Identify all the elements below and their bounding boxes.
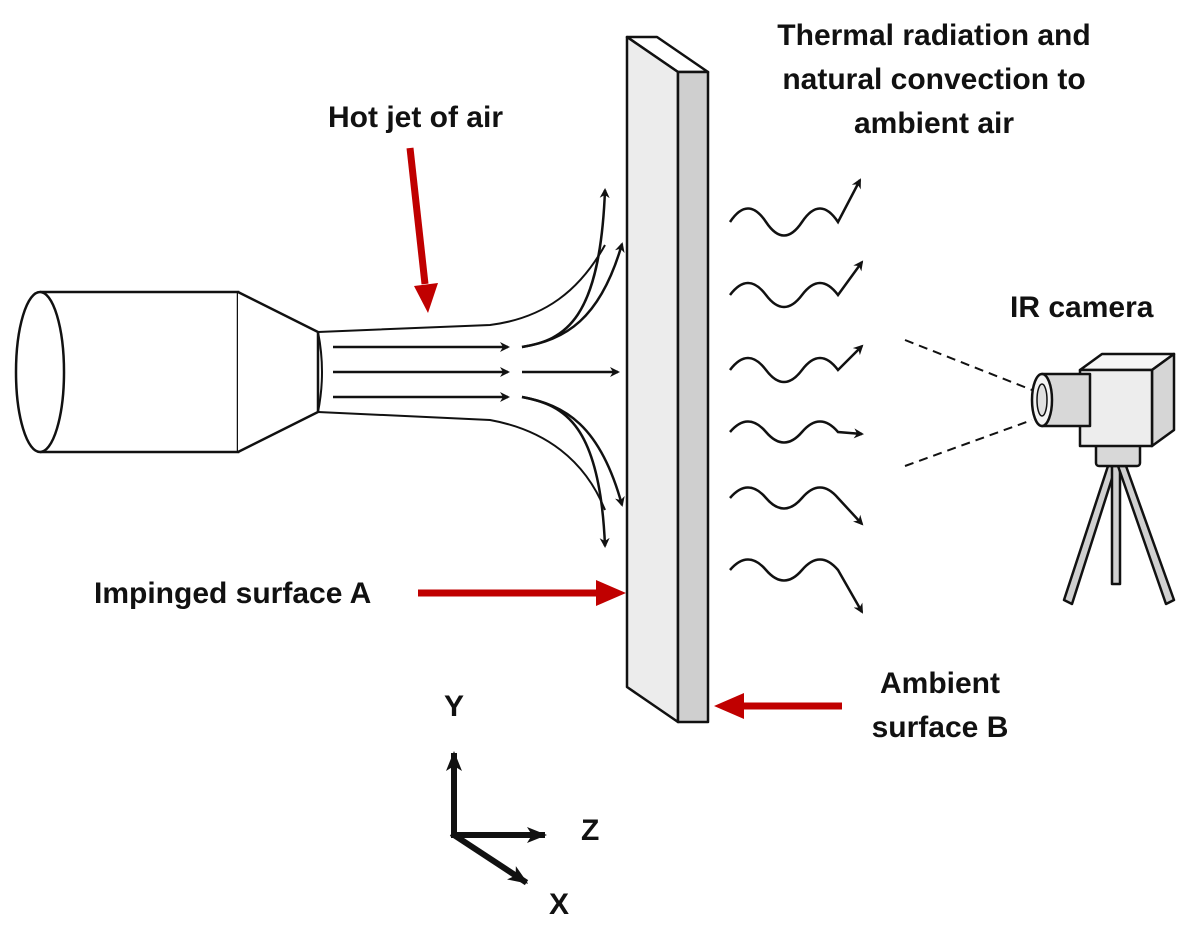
- axis-x-arrow: [449, 830, 529, 886]
- wavy-arrow: [729, 420, 864, 444]
- flow-arrow: [521, 242, 625, 349]
- thermal-label-line3: ambient air: [853, 107, 1015, 140]
- plate-back-surface-b: [676, 70, 710, 724]
- plate: [625, 35, 710, 724]
- surface-b-label: Ambient surface B: [852, 662, 1028, 750]
- surface-a-pointer-arrow: [418, 580, 626, 606]
- nozzle-cylinder: [40, 290, 240, 454]
- ir-camera-label: IR camera: [1010, 291, 1154, 324]
- wavy-arrow: [729, 344, 864, 384]
- jet-boundary: [317, 244, 606, 511]
- coordinate-axes: [446, 751, 547, 886]
- surface-b-pointer-arrow: [714, 693, 842, 719]
- surface-a-label: Impinged surface A: [94, 577, 372, 610]
- hot-jet-pointer-arrow: [406, 147, 438, 313]
- axis-x-label: X: [549, 888, 570, 921]
- pointer-arrows: [406, 147, 842, 719]
- wavy-arrow: [729, 558, 864, 614]
- ir-camera: [1030, 352, 1176, 606]
- thermal-radiation-label: Thermal radiation and natural convection…: [730, 14, 1138, 146]
- camera-body: [1078, 368, 1154, 448]
- camera-body-side: [1150, 352, 1176, 448]
- wavy-arrow: [729, 486, 864, 526]
- nozzle-opening: [14, 290, 66, 454]
- flow-arrow: [521, 395, 625, 507]
- surface-b-label-line1: Ambient: [880, 667, 1000, 700]
- flow-arrow: [521, 188, 610, 349]
- hot-jet-label: Hot jet of air: [328, 101, 504, 134]
- jet-flow-arrows: [333, 188, 625, 548]
- nozzle: [14, 290, 323, 454]
- plate-front-surface-a: [625, 35, 680, 724]
- wavy-arrow: [728, 178, 862, 237]
- wavy-arrow: [729, 260, 864, 309]
- thermal-label-line2: natural convection to: [782, 63, 1086, 96]
- camera-field-of-view: [904, 339, 1033, 467]
- surface-b-label-line2: surface B: [871, 711, 1009, 744]
- radiation-arrows: [728, 178, 864, 614]
- axis-z-label: Z: [581, 814, 600, 847]
- tripod-head: [1094, 442, 1142, 468]
- nozzle-cone: [237, 290, 320, 454]
- thermal-label-line1: Thermal radiation and: [777, 19, 1091, 52]
- tripod: [1062, 442, 1176, 606]
- axis-y-label: Y: [444, 690, 465, 723]
- flow-arrow: [521, 395, 610, 548]
